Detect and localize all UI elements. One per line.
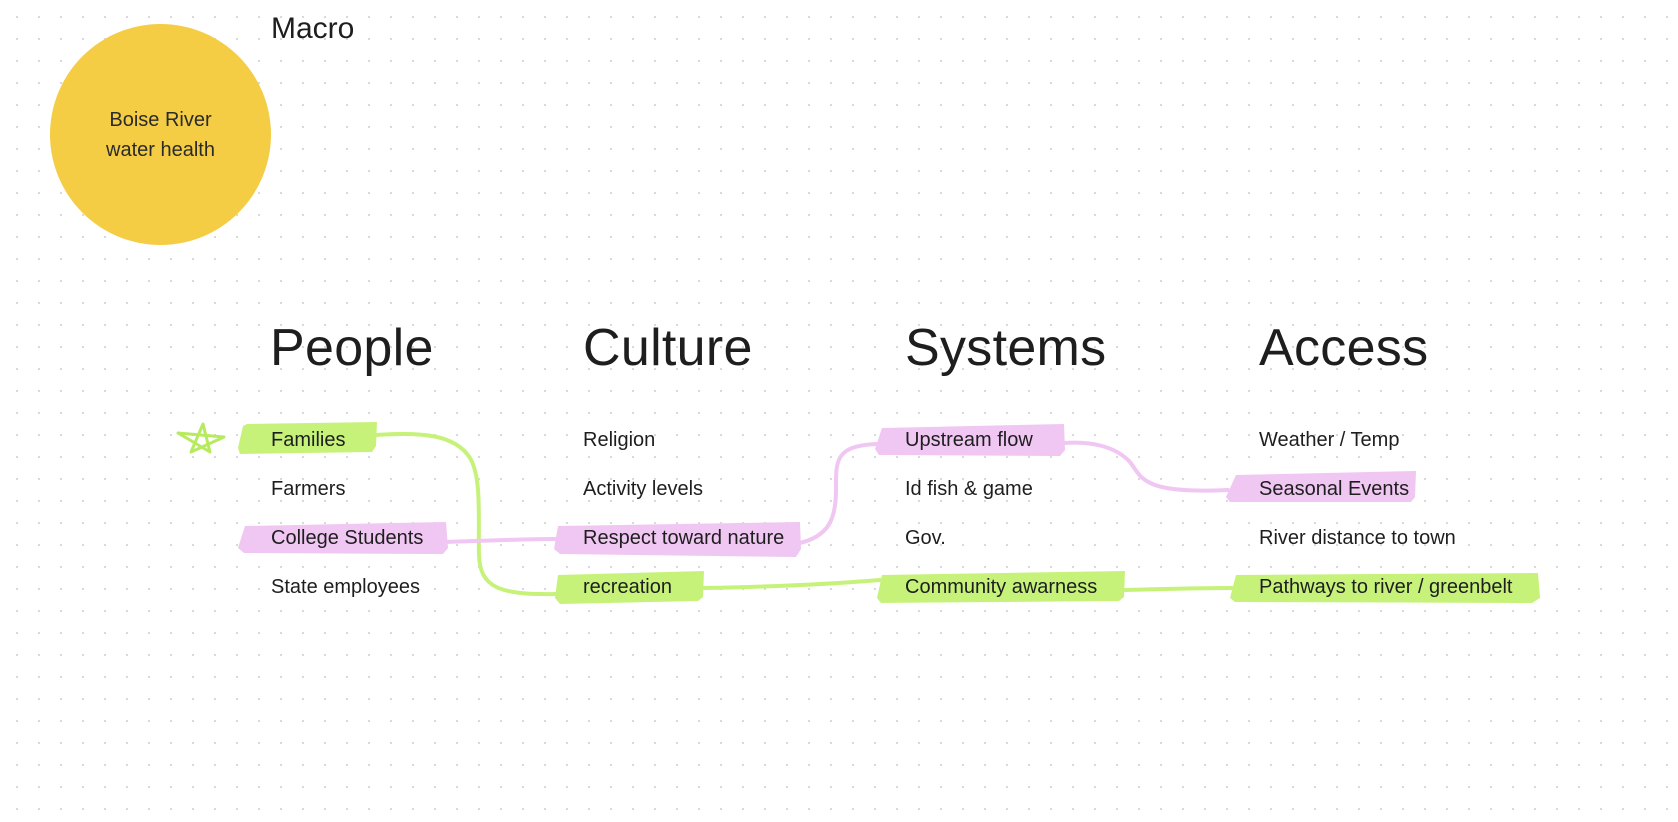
item-religion[interactable]: Religion (583, 429, 656, 451)
column-heading-access: Access (1259, 319, 1429, 377)
highlight-pathways (1230, 573, 1540, 603)
item-recreation[interactable]: recreation (583, 576, 672, 598)
circle-label-line1: Boise River (109, 108, 212, 131)
column-heading-culture: Culture (583, 319, 753, 377)
highlight-college-students (238, 522, 448, 554)
star-icon (176, 422, 226, 454)
highlight-respect-toward-nature (554, 522, 801, 557)
circle-label-line2: water health (106, 138, 215, 161)
item-pathways-greenbelt[interactable]: Pathways to river / greenbelt (1259, 576, 1513, 598)
item-families[interactable]: Families (271, 429, 346, 451)
column-heading-people: People (270, 319, 434, 377)
pink-connector (444, 440, 1230, 545)
item-id-fish-game[interactable]: Id fish & game (905, 478, 1033, 500)
item-college-students[interactable]: College Students (271, 527, 424, 549)
highlight-families (238, 422, 377, 454)
green-connector (375, 431, 1234, 597)
circle-label: Boise River water health (91, 105, 231, 165)
item-seasonal-events[interactable]: Seasonal Events (1259, 478, 1410, 500)
item-gov[interactable]: Gov. (905, 527, 946, 549)
highlight-seasonal-events (1226, 471, 1416, 502)
item-weather-temp[interactable]: Weather / Temp (1259, 429, 1400, 451)
item-activity-levels[interactable]: Activity levels (583, 478, 704, 500)
macro-title: Macro (271, 12, 355, 45)
central-topic-circle[interactable]: Boise River water health (50, 24, 271, 245)
item-state-employees[interactable]: State employees (271, 576, 420, 598)
item-community-awarness[interactable]: Community awarness (905, 576, 1098, 598)
highlight-recreation (555, 571, 704, 604)
item-farmers[interactable]: Farmers (271, 478, 346, 500)
highlight-community-awarness (877, 571, 1125, 603)
highlight-upstream-flow (875, 424, 1065, 456)
item-river-distance[interactable]: River distance to town (1259, 527, 1456, 549)
item-upstream-flow[interactable]: Upstream flow (905, 429, 1033, 451)
column-heading-systems: Systems (905, 319, 1107, 377)
item-respect-toward-nature[interactable]: Respect toward nature (583, 527, 785, 549)
